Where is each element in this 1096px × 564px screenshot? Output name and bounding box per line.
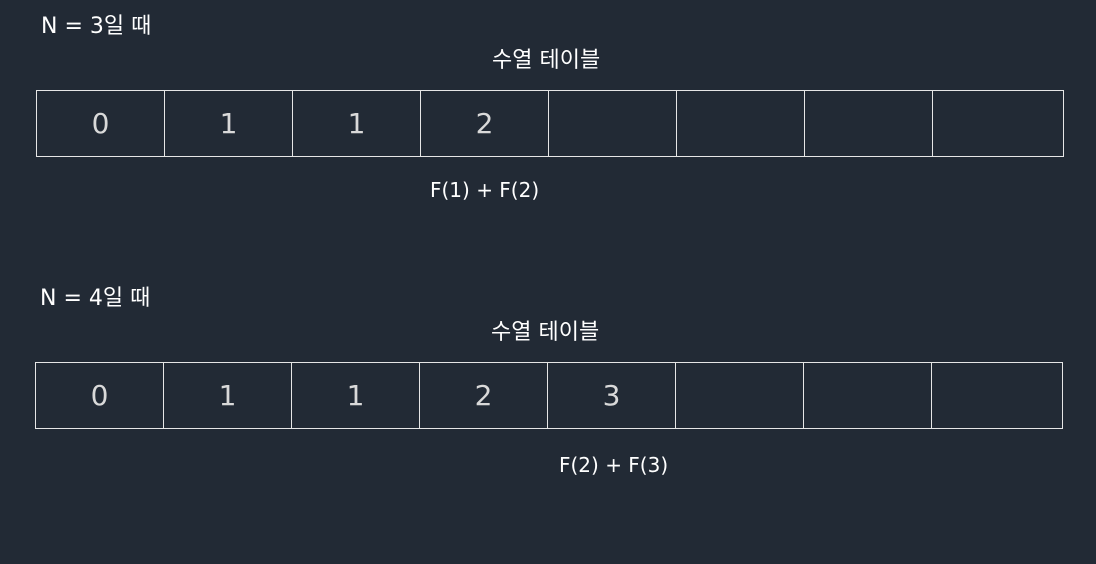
diagram-2-formula: F(2) + F(3) [559, 453, 669, 477]
table-cell: 1 [292, 363, 420, 428]
diagram-2-heading: N = 4일 때 [40, 286, 151, 311]
table-cell: 2 [421, 91, 549, 156]
table-cell: 2 [420, 363, 548, 428]
sequence-table-n4: 0 1 1 2 3 [35, 362, 1063, 429]
table-cell [933, 91, 1061, 156]
diagram-1-heading: N = 3일 때 [41, 14, 152, 39]
table-cell [676, 363, 804, 428]
table-cell [932, 363, 1060, 428]
table-cell [677, 91, 805, 156]
table-cell: 1 [164, 363, 292, 428]
table-cell [805, 91, 933, 156]
table-cell [804, 363, 932, 428]
diagram-1-table-title: 수열 테이블 [492, 48, 601, 73]
table-cell: 3 [548, 363, 676, 428]
sequence-table-n3: 0 1 1 2 [36, 90, 1064, 157]
table-cell: 0 [37, 91, 165, 156]
table-cell [549, 91, 677, 156]
diagram-1-formula: F(1) + F(2) [430, 178, 540, 202]
diagram-2-table-title: 수열 테이블 [491, 320, 600, 345]
table-cell: 1 [165, 91, 293, 156]
table-cell: 0 [36, 363, 164, 428]
table-cell: 1 [293, 91, 421, 156]
